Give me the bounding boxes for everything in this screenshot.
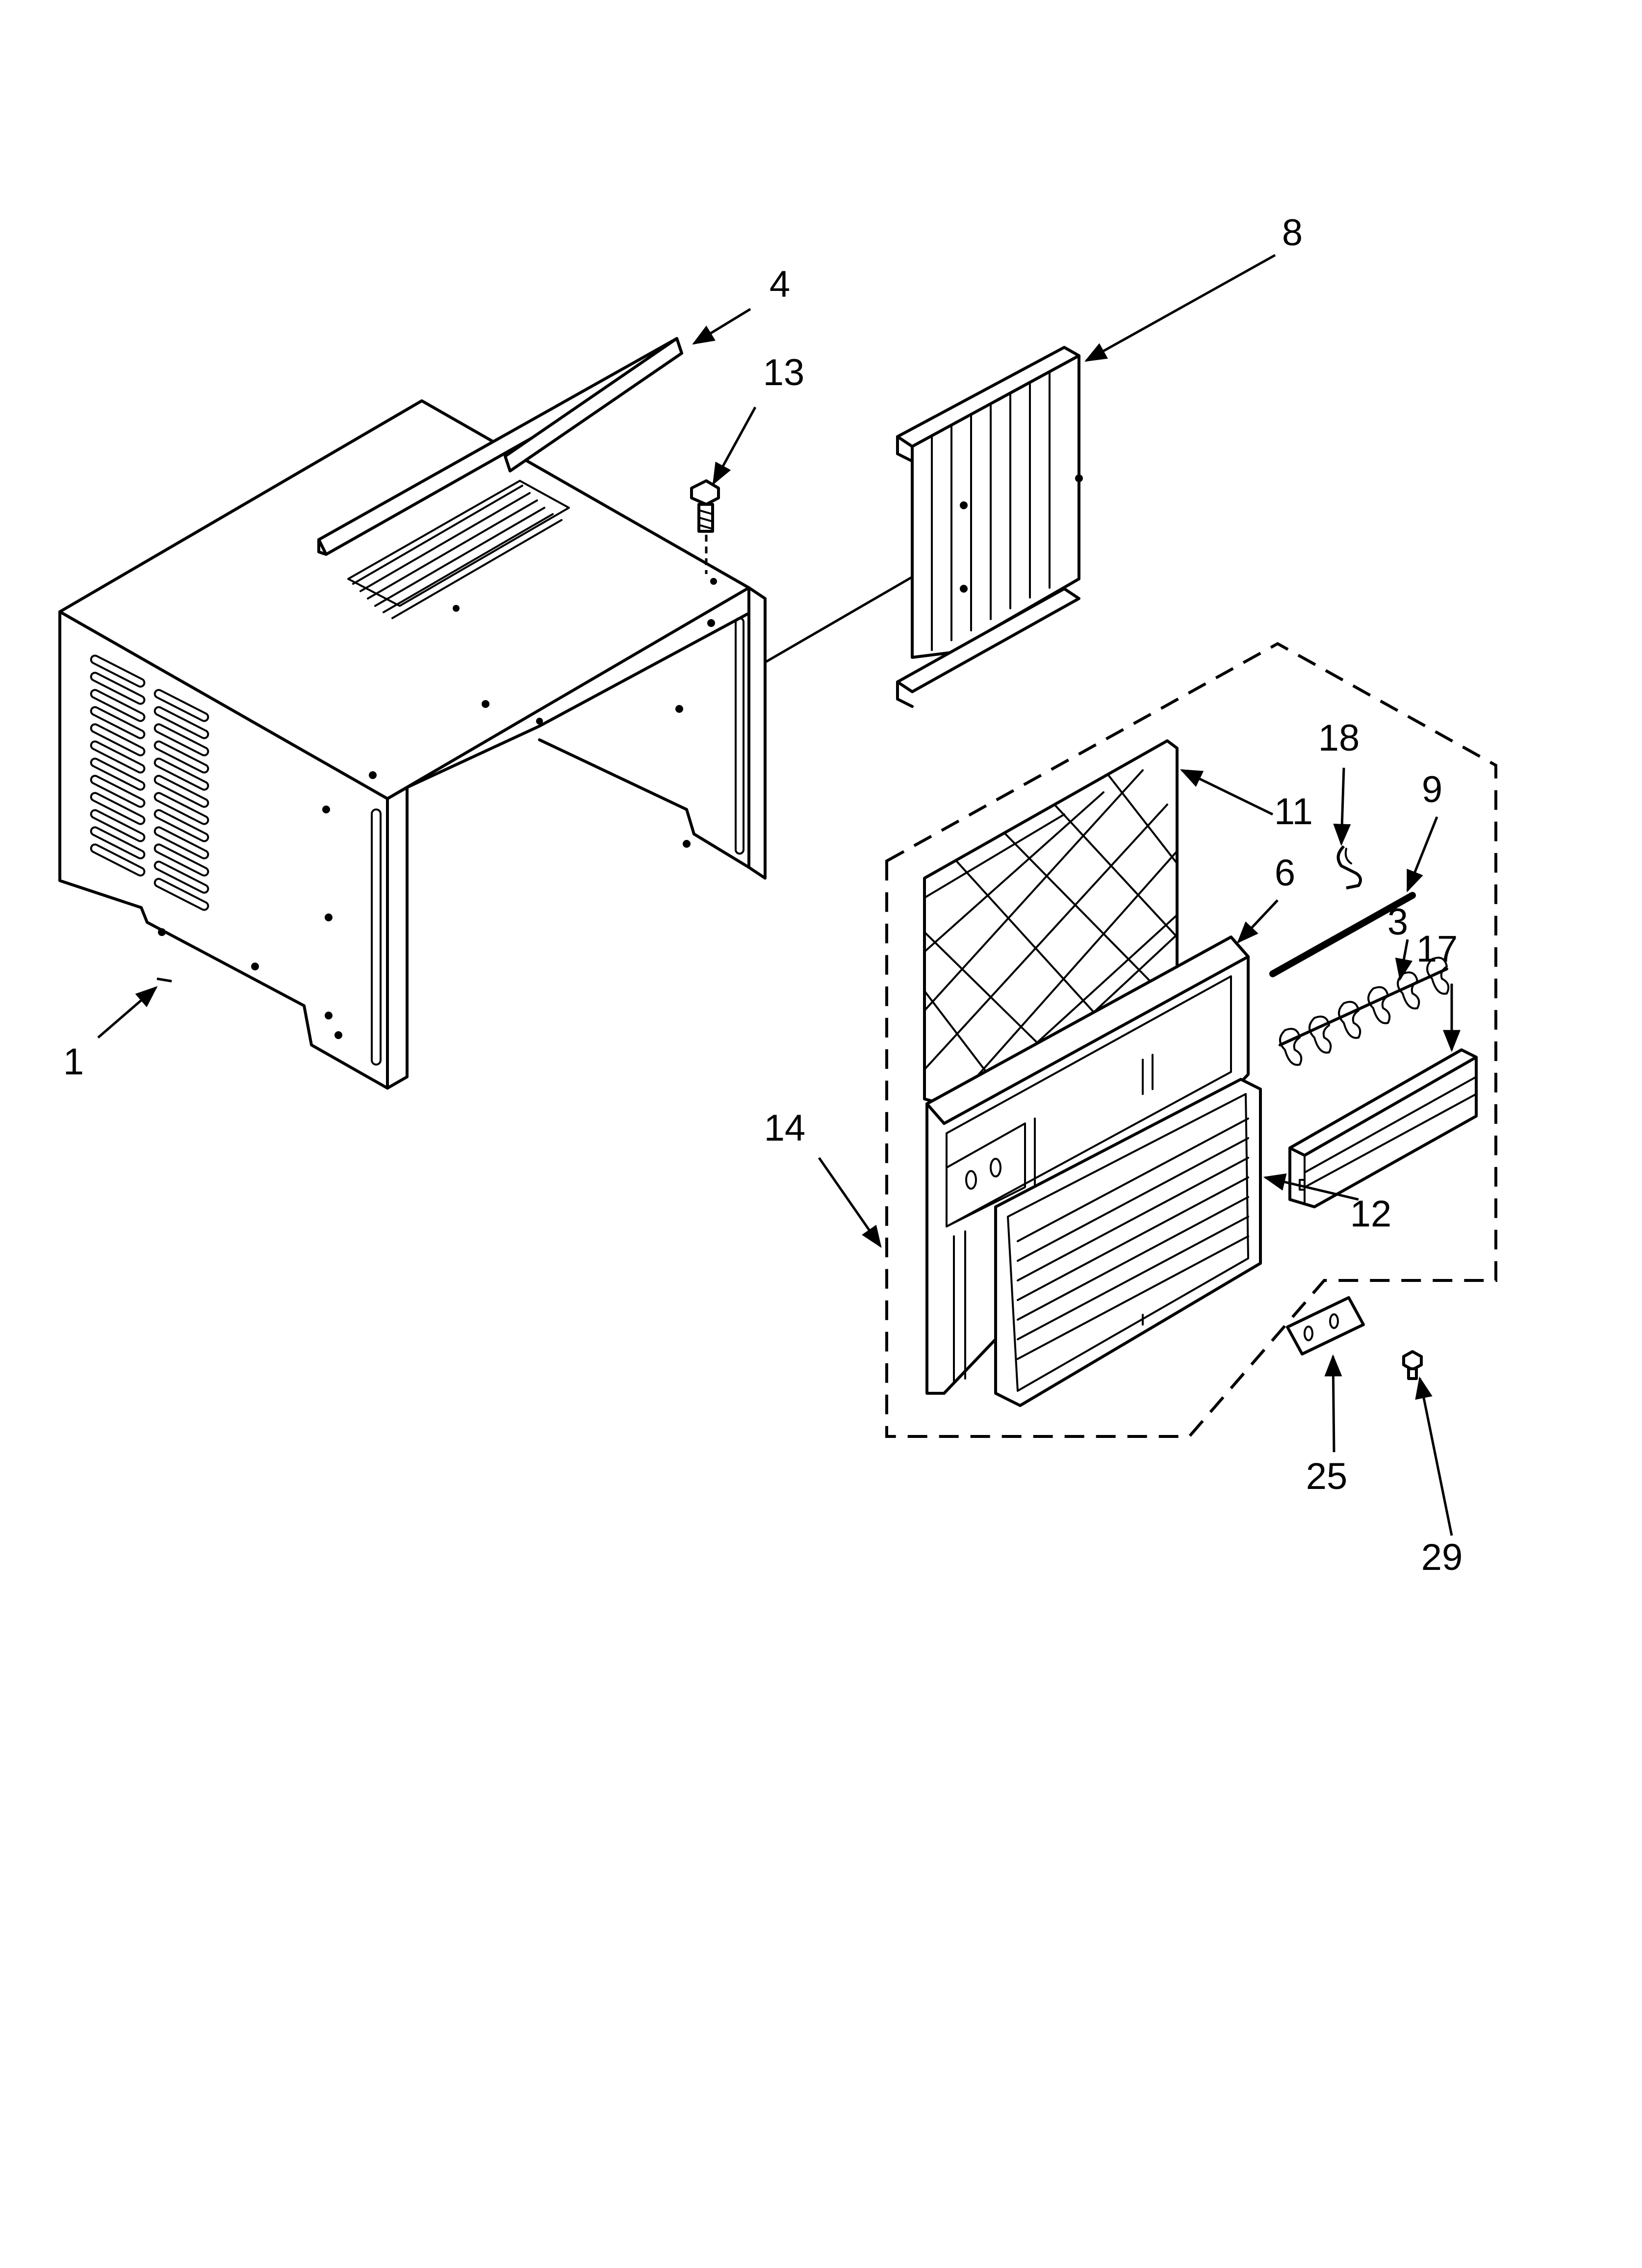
callout-18: 18 xyxy=(1318,717,1360,759)
callout-11: 11 xyxy=(1274,791,1313,833)
top-rail-part-4 xyxy=(317,337,683,556)
rod-part-9 xyxy=(1269,892,1416,977)
front-assembly-boundary-part-14 xyxy=(885,642,1497,1438)
leader-lines xyxy=(97,254,1461,1536)
side-panel-part-8 xyxy=(896,346,1083,708)
callout-9: 9 xyxy=(1422,769,1442,810)
clip-part-18 xyxy=(1336,845,1362,889)
callout-25: 25 xyxy=(1306,1456,1348,1497)
callout-6: 6 xyxy=(1275,852,1295,894)
plate-part-25 xyxy=(1286,1296,1365,1356)
callout-labels: 1 4 13 8 11 6 18 9 3 17 14 12 25 29 xyxy=(63,212,1462,1578)
callout-14: 14 xyxy=(764,1107,806,1149)
screw-part-13 xyxy=(690,479,720,574)
callout-8: 8 xyxy=(1282,212,1303,254)
callout-29: 29 xyxy=(1421,1537,1463,1578)
callout-13: 13 xyxy=(763,352,805,393)
callout-1: 1 xyxy=(63,1041,84,1083)
screw-part-29 xyxy=(1402,1350,1423,1380)
callout-3: 3 xyxy=(1387,901,1408,943)
grille-part-12 xyxy=(994,1078,1262,1407)
callout-17: 17 xyxy=(1416,928,1458,970)
side-louvers xyxy=(90,654,209,911)
top-vents xyxy=(347,480,570,619)
clips-part-3 xyxy=(1279,957,1450,1066)
callout-4: 4 xyxy=(770,263,790,305)
callout-12: 12 xyxy=(1350,1193,1392,1235)
cabinet-part-1 xyxy=(58,399,767,1090)
bar-part-17 xyxy=(1288,1048,1478,1208)
